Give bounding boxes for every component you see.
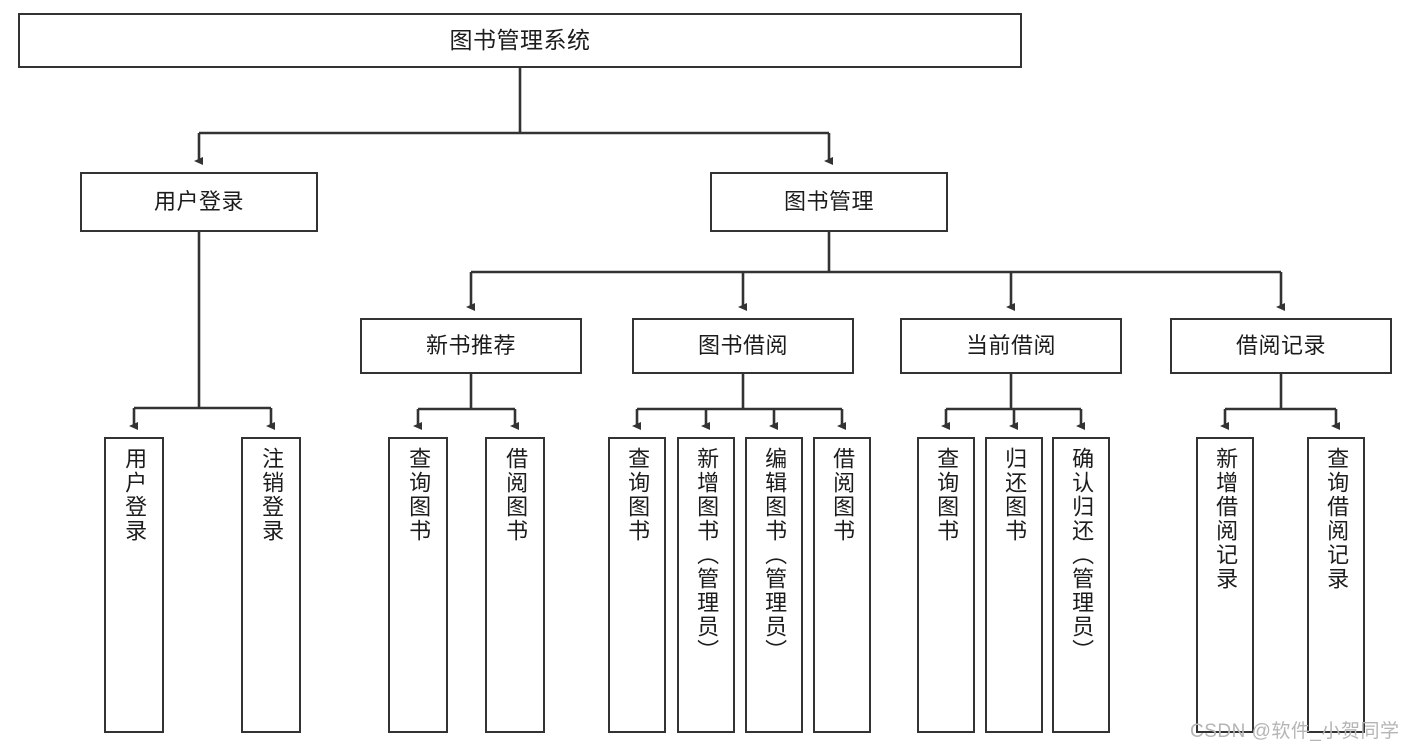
- node-label: 查询图书: [406, 447, 432, 543]
- node-label: 归还图书: [1002, 447, 1028, 543]
- node-leaf-query-book-2[interactable]: 查询图书: [608, 437, 666, 733]
- node-label: 用户登录: [153, 189, 244, 215]
- node-label: 查询图书: [625, 447, 651, 543]
- node-label: 注销登录: [259, 447, 285, 543]
- node-label: 图书管理系统: [449, 26, 591, 53]
- node-leaf-query-book-1[interactable]: 查询图书: [388, 437, 448, 733]
- node-leaf-borrow-book-1[interactable]: 借阅图书: [485, 437, 545, 733]
- node-current-borrow[interactable]: 当前借阅: [900, 318, 1122, 374]
- node-label: 查询借阅记录: [1324, 447, 1350, 591]
- node-label: 借阅记录: [1235, 333, 1326, 359]
- node-new-book-rec[interactable]: 新书推荐: [360, 318, 582, 374]
- node-leaf-confirm-return[interactable]: 确认归还（管理员）: [1052, 437, 1110, 733]
- node-leaf-return-book[interactable]: 归还图书: [985, 437, 1043, 733]
- node-borrow-record[interactable]: 借阅记录: [1170, 318, 1392, 374]
- node-leaf-borrow-book-2[interactable]: 借阅图书: [813, 437, 871, 733]
- node-book-borrow[interactable]: 图书借阅: [632, 318, 854, 374]
- node-label: 图书管理: [783, 189, 874, 215]
- node-label: 新书推荐: [425, 333, 516, 359]
- node-leaf-query-record[interactable]: 查询借阅记录: [1307, 437, 1365, 733]
- node-label: 借阅图书: [830, 447, 856, 543]
- watermark-text: CSDN @软件_小贺同学: [1190, 721, 1400, 742]
- node-leaf-add-book[interactable]: 新增图书（管理员）: [677, 437, 735, 733]
- node-label: 编辑图书（管理员）: [762, 447, 788, 663]
- node-leaf-user-login[interactable]: 用户登录: [104, 437, 164, 733]
- node-leaf-query-book-3[interactable]: 查询图书: [917, 437, 975, 733]
- node-label: 用户登录: [122, 447, 148, 543]
- node-label: 图书借阅: [697, 333, 788, 359]
- node-label: 当前借阅: [965, 333, 1056, 359]
- node-user-login[interactable]: 用户登录: [80, 172, 318, 232]
- node-label: 确认归还（管理员）: [1069, 447, 1095, 663]
- node-leaf-edit-book[interactable]: 编辑图书（管理员）: [745, 437, 803, 733]
- node-leaf-add-record[interactable]: 新增借阅记录: [1196, 437, 1254, 733]
- node-label: 新增借阅记录: [1213, 447, 1239, 591]
- node-book-manage[interactable]: 图书管理: [710, 172, 948, 232]
- node-label: 新增图书（管理员）: [694, 447, 720, 663]
- node-label: 借阅图书: [503, 447, 529, 543]
- node-label: 查询图书: [934, 447, 960, 543]
- node-root[interactable]: 图书管理系统: [18, 13, 1022, 68]
- node-leaf-logout[interactable]: 注销登录: [241, 437, 301, 733]
